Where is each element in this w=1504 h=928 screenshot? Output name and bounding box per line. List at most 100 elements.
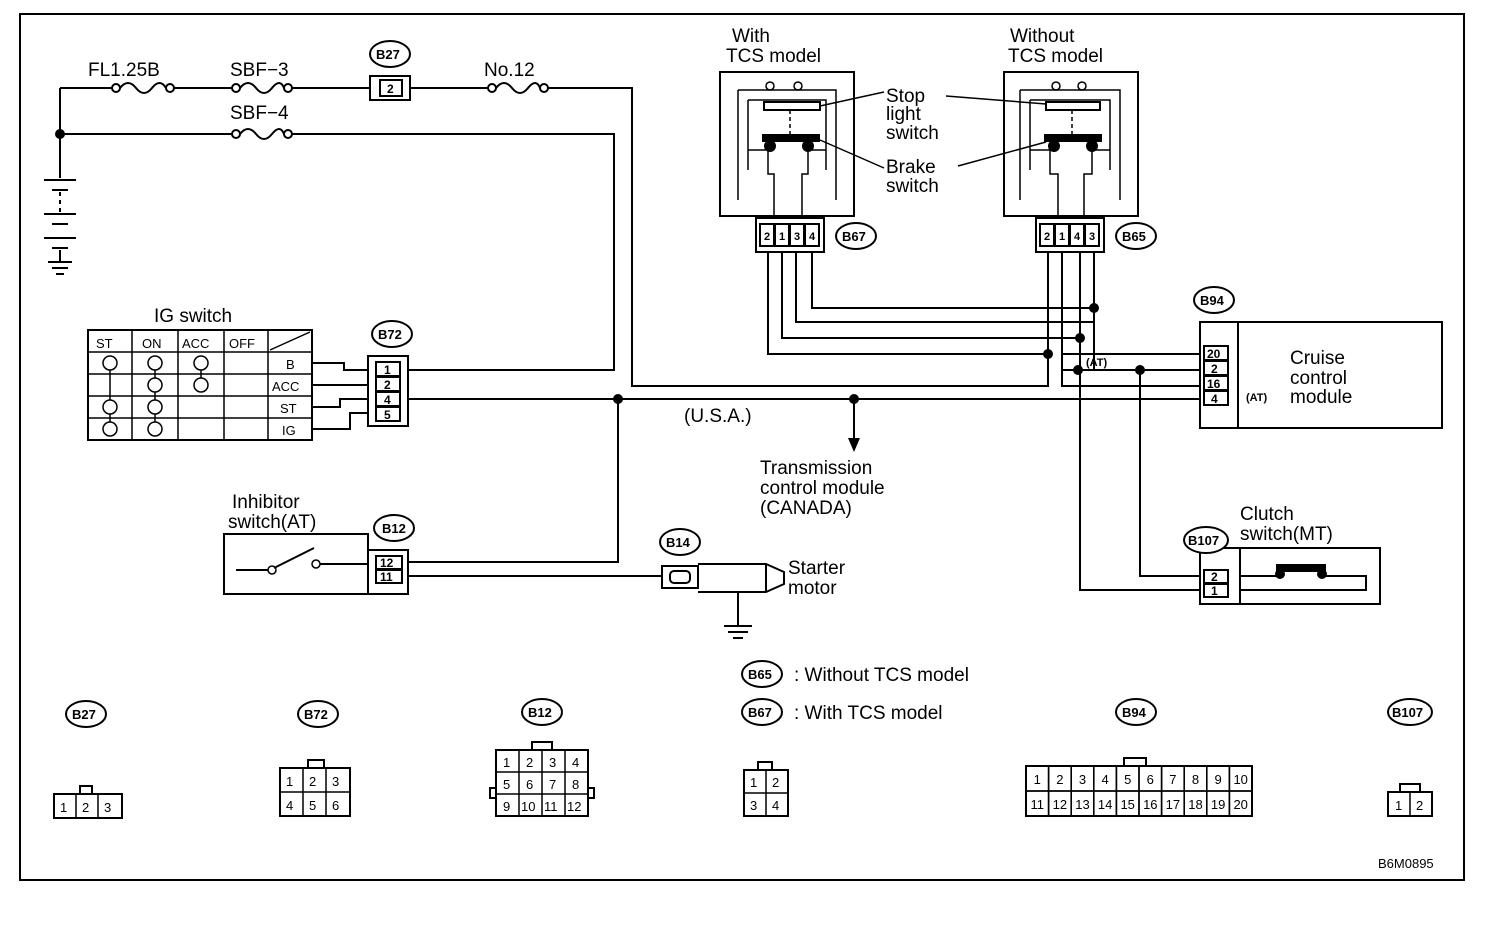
svg-text:B67: B67 (748, 705, 772, 720)
b94-face-pin: 19 (1211, 797, 1225, 812)
brake-switch-label-1: Brake (886, 157, 936, 178)
svg-text:1: 1 (503, 755, 510, 770)
connector-b67: 2 1 3 4 B67 (755, 217, 877, 253)
fuse-sbf3 (231, 82, 293, 94)
b94-face-pin: 1 (1034, 772, 1041, 787)
svg-text:module: module (1290, 387, 1352, 408)
svg-text:B65: B65 (748, 667, 772, 682)
tcm-label-1: Transmission (760, 458, 872, 479)
b94-face-pin: 5 (1124, 772, 1131, 787)
svg-text:B27: B27 (376, 47, 400, 62)
stop-light-label-3: switch (886, 123, 939, 144)
brake-switch-label-2: switch (886, 176, 939, 197)
legend-b67-text: : With TCS model (794, 703, 943, 724)
b94-face-pin: 9 (1214, 772, 1221, 787)
svg-text:3: 3 (549, 755, 556, 770)
b94-face-pin: 17 (1166, 797, 1180, 812)
svg-text:2: 2 (82, 800, 89, 815)
svg-text:1: 1 (779, 231, 785, 243)
svg-text:Without: Without (1010, 26, 1075, 47)
svg-text:1: 1 (384, 363, 391, 377)
svg-text:TCS model: TCS model (1008, 46, 1103, 67)
svg-text:1: 1 (1395, 798, 1402, 813)
svg-text:B94: B94 (1200, 293, 1225, 308)
svg-text:B12: B12 (382, 521, 406, 536)
svg-text:2: 2 (526, 755, 533, 770)
svg-text:TCS model: TCS model (726, 46, 821, 67)
svg-text:1: 1 (60, 800, 67, 815)
b94-face-pin: 10 (1233, 772, 1247, 787)
svg-text:3: 3 (794, 231, 800, 243)
tag-b14 (659, 528, 701, 556)
svg-text:Inhibitor: Inhibitor (232, 492, 300, 513)
svg-text:2: 2 (1211, 570, 1218, 584)
fuse-no12-label: No.12 (484, 60, 535, 81)
legend: B65 : Without TCS model B67 : With TCS m… (741, 660, 969, 726)
connector-b12: 12 11 B12 (367, 514, 415, 595)
stop-light-label-1: Stop (886, 86, 925, 107)
svg-text:Cruise: Cruise (1290, 348, 1345, 369)
svg-text:6: 6 (332, 798, 339, 813)
svg-text:B12: B12 (528, 705, 552, 720)
ig-row-b: B (286, 357, 295, 372)
svg-text:4: 4 (809, 231, 816, 243)
b94-face-pin: 18 (1188, 797, 1202, 812)
at-label-1: (AT) (1086, 357, 1108, 369)
svg-text:10: 10 (521, 799, 535, 814)
b94-face-pin: 2 (1056, 772, 1063, 787)
svg-text:control: control (1290, 368, 1347, 389)
connector-b72: 1 2 4 5 B72 (367, 320, 413, 427)
face-b107: B107 1 2 (1387, 698, 1433, 817)
b94-face-pin: 15 (1120, 797, 1134, 812)
ig-col-off: OFF (229, 336, 255, 351)
stop-light-label-2: light (886, 104, 922, 125)
at-label-2: (AT) (1246, 392, 1268, 404)
svg-text:9: 9 (503, 799, 510, 814)
fuse-no12 (487, 82, 549, 94)
svg-text:B65: B65 (1122, 229, 1146, 244)
svg-text:3: 3 (1089, 231, 1095, 243)
svg-text:B107: B107 (1188, 533, 1219, 548)
svg-text:4: 4 (772, 798, 779, 813)
face-b14: 1 2 3 4 (743, 761, 789, 817)
svg-text:4: 4 (384, 393, 391, 407)
tag-b12 (373, 514, 415, 542)
svg-text:11: 11 (544, 799, 558, 814)
svg-text:11: 11 (380, 570, 393, 584)
fuse-sbf3-label: SBF−3 (230, 60, 289, 81)
svg-text:With: With (732, 26, 770, 47)
svg-text:2: 2 (764, 231, 770, 243)
b94-face-pin: 6 (1147, 772, 1154, 787)
svg-text:4: 4 (1074, 231, 1081, 243)
svg-text:3: 3 (332, 774, 339, 789)
connector-b65: 2 1 4 3 B65 (1035, 217, 1157, 253)
b27-pin: 2 (387, 82, 394, 96)
svg-text:B107: B107 (1392, 705, 1423, 720)
svg-text:4: 4 (1211, 392, 1218, 406)
svg-text:2: 2 (384, 378, 391, 392)
svg-text:B72: B72 (378, 327, 402, 342)
svg-text:B27: B27 (72, 707, 96, 722)
svg-text:5: 5 (503, 777, 510, 792)
face-b27: B27 1 2 3 (53, 700, 123, 819)
tag-b65 (1115, 222, 1157, 250)
b94-face-pin: 12 (1053, 797, 1067, 812)
svg-text:20: 20 (1207, 347, 1221, 361)
svg-text:1: 1 (1059, 231, 1065, 243)
svg-text:4: 4 (286, 798, 293, 813)
svg-text:B72: B72 (304, 707, 328, 722)
b94-face-pin: 4 (1101, 772, 1108, 787)
figure-id: B6M0895 (1378, 856, 1434, 871)
tcm-label-3: (CANADA) (760, 498, 852, 519)
svg-text:motor: motor (788, 578, 837, 599)
stop-switch-with-tcs: With TCS model (719, 26, 855, 217)
ig-row-ig: IG (282, 423, 296, 438)
face-b72: B72 1 2 3 4 5 6 (279, 700, 351, 817)
tag-b72 (371, 320, 413, 348)
svg-text:4: 4 (572, 755, 579, 770)
b94-face-pin: 7 (1169, 772, 1176, 787)
starter-motor: Starter motor B14 (659, 528, 846, 639)
fuse-sbf4-label: SBF−4 (230, 103, 289, 124)
